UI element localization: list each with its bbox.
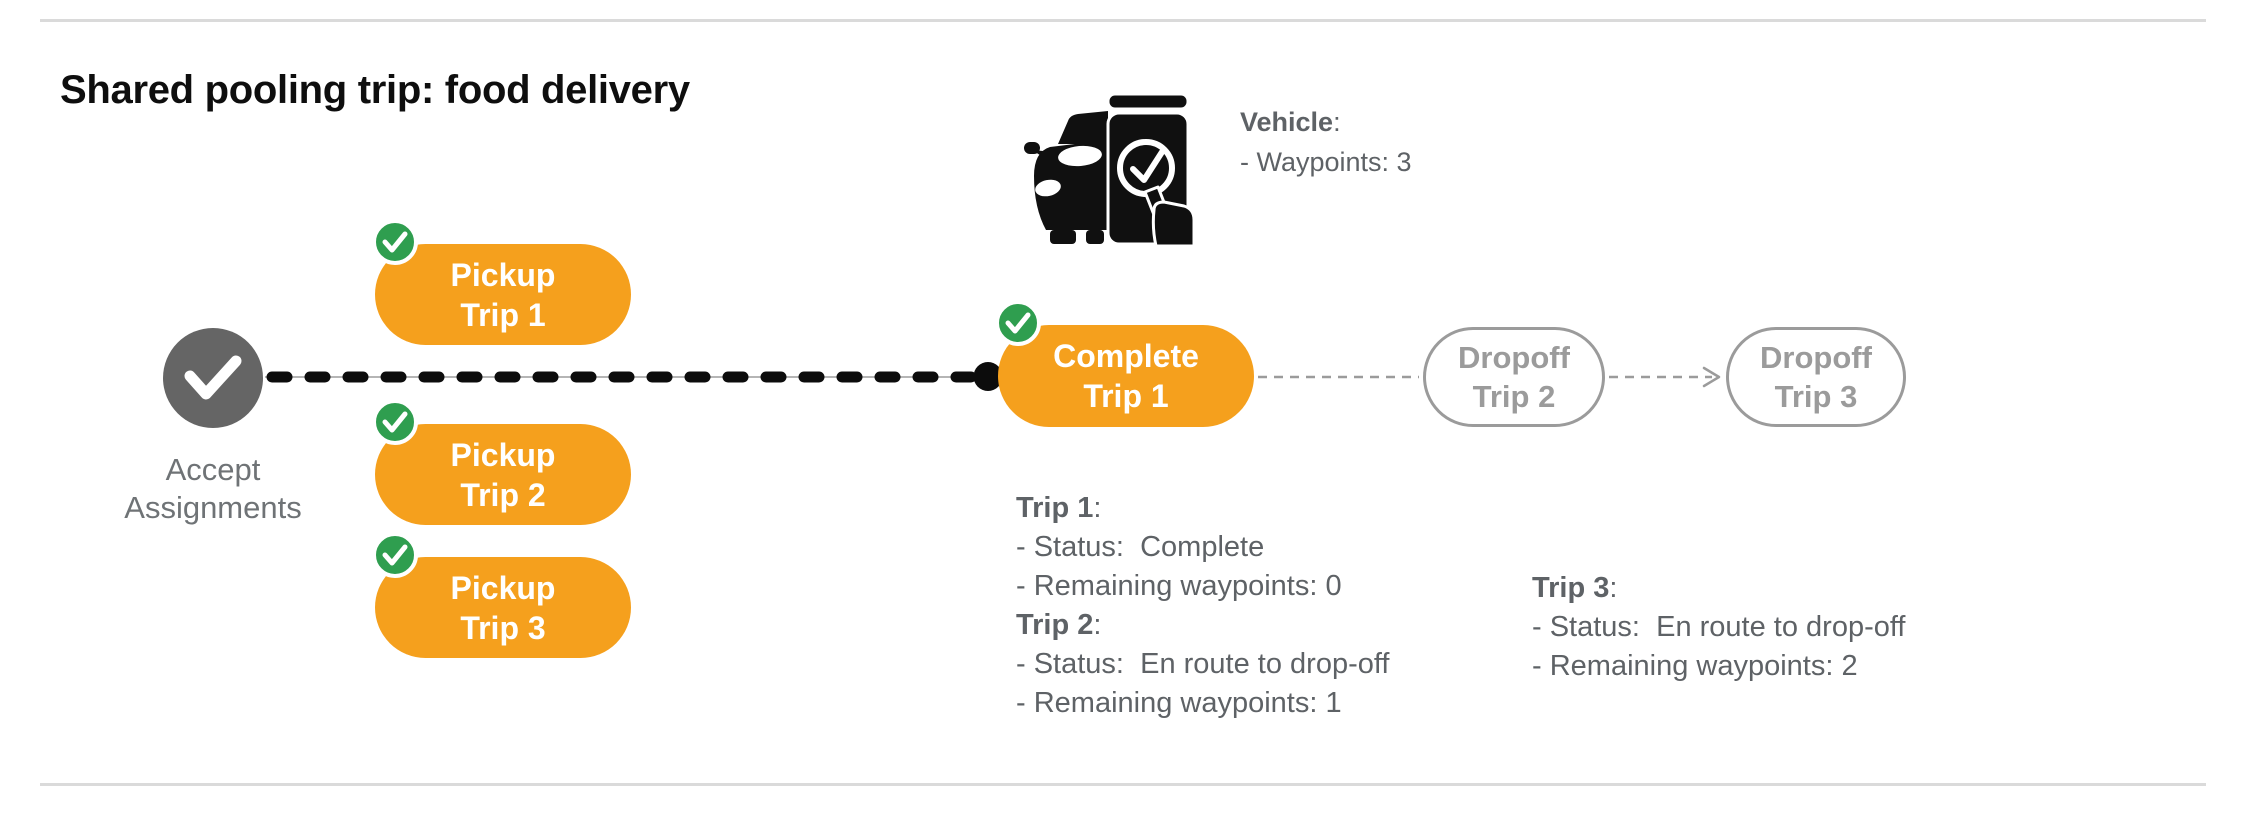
page-title: Shared pooling trip: food delivery bbox=[60, 68, 690, 112]
check-badge-icon bbox=[372, 399, 418, 445]
bottom-rule bbox=[40, 783, 2206, 786]
accept-assignments-label: Accept Assignments bbox=[124, 452, 302, 525]
check-badge-icon bbox=[372, 219, 418, 265]
trip-info-line: - Remaining waypoints: 0 bbox=[1016, 570, 1342, 602]
vehicle-info: Vehicle: - Waypoints: 3 bbox=[1240, 102, 1412, 182]
check-badge-icon bbox=[372, 532, 418, 578]
trip-info-heading: Trip 2: bbox=[1016, 609, 1102, 641]
node-pickup-trip-3: Pickup Trip 3 bbox=[375, 557, 631, 658]
top-rule bbox=[40, 19, 2206, 22]
node-pickup-trip-2: Pickup Trip 2 bbox=[375, 424, 631, 525]
vehicle-info-line: - Waypoints: 3 bbox=[1240, 147, 1412, 177]
route-dot bbox=[973, 362, 1003, 391]
trip-info-line: - Remaining waypoints: 2 bbox=[1532, 650, 1858, 682]
trip-info-heading: Trip 1: bbox=[1016, 492, 1102, 524]
check-badge-icon bbox=[995, 300, 1041, 346]
trip-info-line: - Status: Complete bbox=[1016, 531, 1265, 563]
trip-info-heading: Trip 3: bbox=[1532, 572, 1618, 604]
trip-info-line: - Status: En route to drop-off bbox=[1532, 611, 1906, 643]
trip-info-line: - Remaining waypoints: 1 bbox=[1016, 687, 1342, 719]
node-pickup-trip-1: Pickup Trip 1 bbox=[375, 244, 631, 345]
node-dropoff-trip-3: Dropoff Trip 3 bbox=[1726, 327, 1906, 427]
trip-info-block-1-2: Trip 1: - Status: Complete - Remaining w… bbox=[1016, 489, 1389, 723]
node-complete-trip-1: Complete Trip 1 bbox=[998, 325, 1254, 427]
node-dropoff-trip-2: Dropoff Trip 2 bbox=[1423, 327, 1605, 427]
node-accept-assignments bbox=[163, 328, 263, 428]
vehicle-info-heading: Vehicle: bbox=[1240, 107, 1341, 137]
vehicle-phone-check-icon bbox=[1024, 92, 1196, 246]
check-icon bbox=[184, 355, 242, 400]
trip-info-line: - Status: En route to drop-off bbox=[1016, 648, 1390, 680]
trip-info-block-3: Trip 3: - Status: En route to drop-off -… bbox=[1532, 569, 1905, 686]
arrowhead-icon bbox=[1702, 366, 1721, 388]
